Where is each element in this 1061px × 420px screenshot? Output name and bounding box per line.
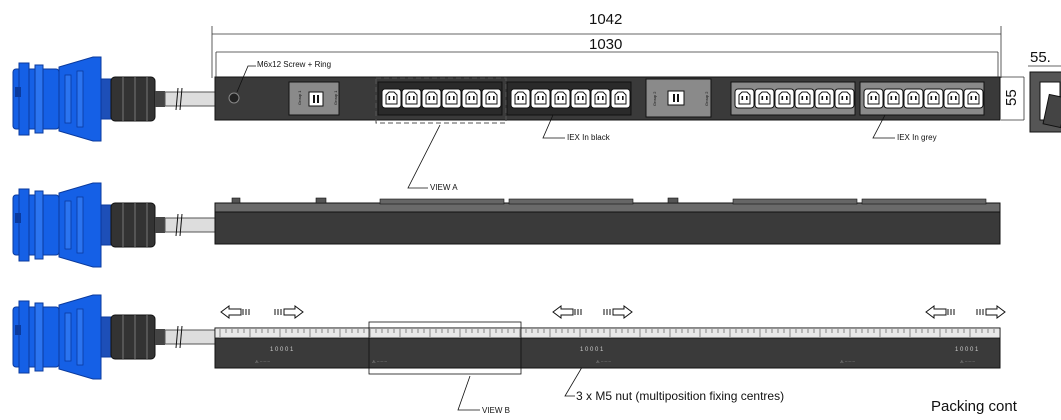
svg-text:⚠ ········: ⚠ ········ bbox=[840, 359, 855, 364]
iec-grey-label: IEX In grey bbox=[897, 133, 937, 142]
row1-cable bbox=[164, 87, 218, 111]
socket-block-black-1 bbox=[377, 81, 503, 116]
row3-cable bbox=[164, 325, 218, 349]
arrow-right-icon bbox=[603, 305, 633, 319]
svg-text:1 0 0 0 1: 1 0 0 0 1 bbox=[580, 347, 604, 353]
screw-label: M6x12 Screw + Ring bbox=[257, 60, 332, 69]
arrow-left-icon bbox=[220, 305, 250, 319]
row1-plug bbox=[12, 56, 166, 142]
socket-block-black-2 bbox=[506, 81, 632, 116]
svg-text:1 0 0 0 1: 1 0 0 0 1 bbox=[955, 347, 979, 353]
breaker2-right-label: Group 2 bbox=[704, 91, 709, 106]
pdu-body-top-view bbox=[214, 197, 1001, 245]
view-b-box bbox=[368, 321, 522, 375]
arrow-right-icon bbox=[274, 305, 304, 319]
arrow-right-icon bbox=[976, 305, 1006, 319]
svg-text:⚠ ········: ⚠ ········ bbox=[372, 359, 387, 364]
socket-block-grey-2 bbox=[859, 81, 985, 116]
view-a-box bbox=[375, 77, 507, 124]
height-dimension: 55 bbox=[1003, 89, 1020, 106]
row2-plug bbox=[12, 182, 166, 268]
svg-text:1 0 0 0 1: 1 0 0 0 1 bbox=[270, 347, 294, 353]
pdu-body-rear-view: 1 0 0 0 1 1 0 0 0 1 1 0 0 0 1 ⚠ ········… bbox=[214, 327, 1001, 369]
breaker-group1 bbox=[288, 81, 340, 116]
svg-text:⚠ ········: ⚠ ········ bbox=[960, 359, 975, 364]
side-width-dimension: 55. bbox=[1030, 49, 1051, 66]
breaker-group2 bbox=[645, 78, 712, 118]
screw-ring bbox=[228, 92, 240, 104]
view-b-label: VIEW B bbox=[482, 406, 511, 415]
breaker1-right-label: Group 1 bbox=[333, 90, 338, 105]
row3-plug bbox=[12, 294, 166, 380]
view-a-label: VIEW A bbox=[430, 183, 458, 192]
nut-note: 3 x M5 nut (multiposition fixing centres… bbox=[576, 389, 785, 403]
breaker1-left-label: Group 1 bbox=[297, 90, 302, 105]
svg-text:⚠ ········: ⚠ ········ bbox=[255, 359, 270, 364]
side-profile bbox=[1029, 71, 1061, 133]
overall-length-dimension: 1042 bbox=[589, 11, 623, 28]
breaker2-left-label: Group 2 bbox=[652, 91, 657, 106]
dimension-lines bbox=[211, 26, 1061, 121]
row2-cable bbox=[164, 213, 218, 237]
body-length-dimension: 1030 bbox=[589, 36, 623, 53]
iec-black-label: IEX In black bbox=[567, 133, 610, 142]
packing-label: Packing cont bbox=[931, 398, 1017, 415]
arrow-left-icon bbox=[925, 305, 955, 319]
socket-block-grey-1 bbox=[730, 81, 856, 116]
arrow-left-icon bbox=[552, 305, 582, 319]
svg-text:⚠ ········: ⚠ ········ bbox=[596, 359, 611, 364]
